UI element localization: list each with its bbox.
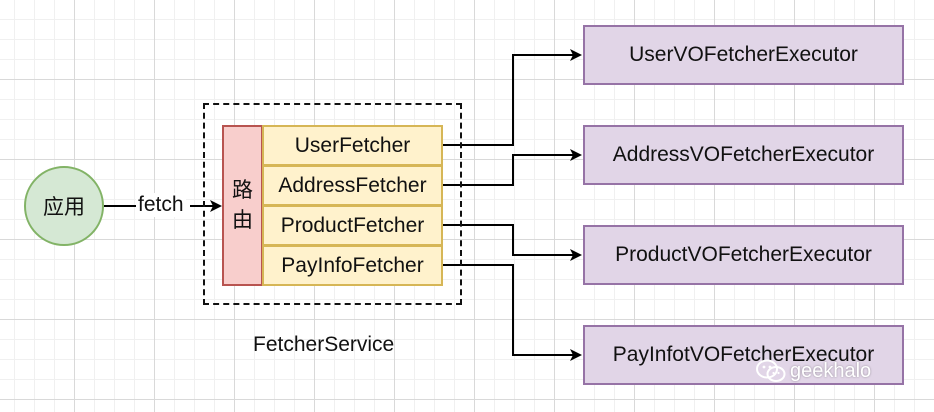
watermark: geekhalo [756,356,871,386]
executor-payinfo: PayInfotVOFetcherExecutor [583,325,904,385]
router-label: 路由 [232,178,253,232]
executor-user: UserVOFetcherExecutor [583,25,904,85]
fetch-edge-label: fetch [136,193,186,217]
fetcher-address: AddressFetcher [262,165,443,206]
wechat-icon [756,359,786,382]
edge-product-to-executor [443,224,582,261]
edge-user-to-executor [443,49,582,146]
edge-payinfo-to-executor [443,264,582,361]
fetcher-service-frame [203,103,462,305]
app-label: 应用 [43,196,85,219]
app-node: 应用 [24,166,104,246]
router-block: 路由 [222,125,263,286]
fetcher-service-label: FetcherService [253,333,395,356]
executor-address: AddressVOFetcherExecutor [583,125,904,185]
edge-address-to-executor [443,149,582,186]
fetcher-product: ProductFetcher [262,205,443,246]
watermark-text: geekhalo [790,359,872,382]
fetcher-payinfo: PayInfoFetcher [262,245,443,286]
executor-product: ProductVOFetcherExecutor [583,225,904,285]
fetcher-user: UserFetcher [262,125,443,166]
